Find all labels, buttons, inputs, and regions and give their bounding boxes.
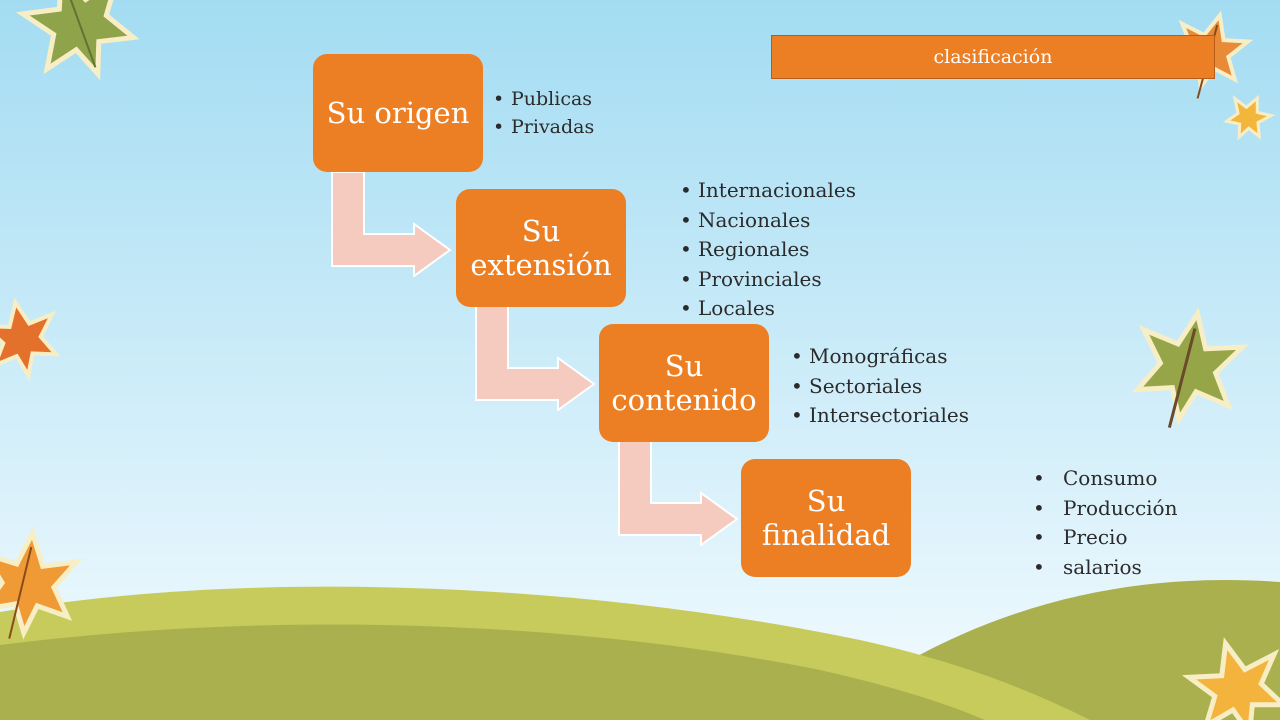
step-box-finalidad: Su finalidad	[741, 459, 911, 577]
slide-title: clasificación	[933, 46, 1053, 68]
connector-arrow-1	[331, 172, 452, 277]
step-label: Su contenido	[611, 349, 757, 417]
leaf-icon	[0, 526, 83, 640]
list-item: Producción	[1033, 494, 1177, 524]
origen-list: Publicas Privadas	[493, 85, 594, 141]
list-item: Precio	[1033, 523, 1177, 553]
extension-list: Internacionales Nacionales Regionales Pr…	[680, 176, 856, 324]
finalidad-list: Consumo Producción Precio salarios	[1033, 464, 1177, 582]
hill-front	[0, 624, 985, 720]
step-label: Su origen	[326, 96, 470, 130]
list-item: Monográficas	[791, 342, 969, 372]
list-item: Publicas	[493, 85, 594, 113]
leaf-icon	[1222, 94, 1276, 141]
list-item: Internacionales	[680, 176, 856, 206]
step-box-origen: Su origen	[313, 54, 483, 172]
list-item: Consumo	[1033, 464, 1177, 494]
list-item: Locales	[680, 294, 856, 324]
list-item: Provinciales	[680, 265, 856, 295]
leaf-icon	[15, 0, 140, 81]
list-item: Sectoriales	[791, 372, 969, 402]
step-box-extension: Su extensión	[456, 189, 626, 307]
list-item: Privadas	[493, 113, 594, 141]
connector-arrow-3	[618, 441, 739, 546]
contenido-list: Monográficas Sectoriales Intersectoriale…	[791, 342, 969, 431]
leaf-icon	[0, 297, 61, 381]
connector-arrow-2	[475, 306, 596, 411]
title-bar: clasificación	[771, 35, 1215, 79]
leaf-icon	[1131, 307, 1249, 429]
step-box-contenido: Su contenido	[599, 324, 769, 442]
list-item: Intersectoriales	[791, 401, 969, 431]
step-label: Su finalidad	[761, 484, 891, 552]
list-item: Regionales	[680, 235, 856, 265]
list-item: salarios	[1033, 553, 1177, 583]
list-item: Nacionales	[680, 206, 856, 236]
step-label: Su extensión	[470, 214, 612, 282]
leaf-icon	[1181, 637, 1280, 720]
